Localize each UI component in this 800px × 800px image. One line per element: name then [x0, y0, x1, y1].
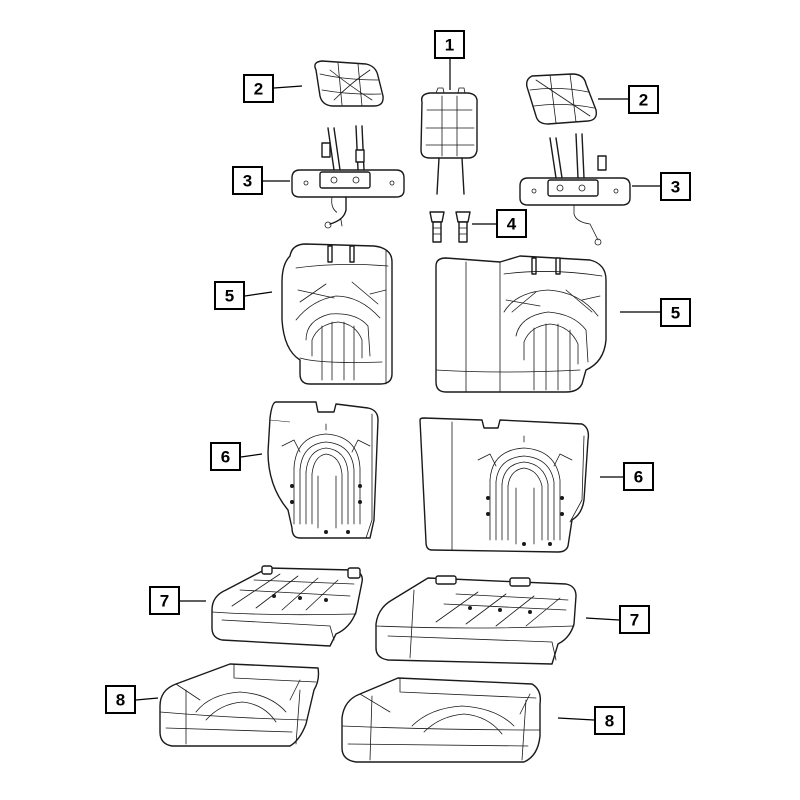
center-headrest [420, 87, 478, 195]
callout-7-right-label: 7 [630, 611, 639, 630]
callout-3-left: 3 [232, 166, 263, 195]
left-headrest-pad [314, 60, 384, 107]
leader-lines [135, 58, 660, 721]
callout-3-right-label: 3 [671, 178, 680, 197]
callout-7-left: 7 [149, 586, 180, 615]
callout-5-left: 5 [214, 281, 245, 310]
callout-2-right: 2 [628, 85, 659, 114]
callout-3-right: 3 [660, 172, 691, 201]
left-cushion-cover [159, 663, 320, 747]
left-headrest-bracket [291, 125, 405, 229]
headrest-guides [429, 211, 471, 243]
callout-8-right: 8 [594, 706, 625, 735]
right-cushion-cover [341, 677, 542, 763]
callout-4-label: 4 [507, 215, 517, 234]
callout-3-left-label: 3 [243, 172, 252, 191]
callout-8-left-label: 8 [116, 691, 125, 710]
callout-5-right: 5 [660, 298, 691, 327]
right-seatback-cover [435, 255, 607, 393]
right-headrest-pad [525, 73, 598, 125]
callout-7-right: 7 [619, 605, 650, 634]
callout-6-right-label: 6 [634, 468, 643, 487]
callout-2-left: 2 [243, 74, 274, 103]
callout-1-label: 1 [445, 36, 454, 55]
callout-2-left-label: 2 [254, 80, 263, 99]
callout-1: 1 [434, 30, 465, 59]
right-seatback-frame [419, 417, 590, 553]
left-seatback-cover [281, 243, 393, 385]
left-cushion-frame [211, 565, 363, 647]
callout-6-right: 6 [623, 462, 654, 491]
callout-5-right-label: 5 [671, 304, 680, 323]
callout-7-left-label: 7 [160, 592, 169, 611]
callout-6-left: 6 [210, 442, 241, 471]
right-headrest-bracket [519, 133, 631, 246]
left-seatback-frame [267, 401, 379, 539]
callout-6-left-label: 6 [221, 448, 230, 467]
callout-8-right-label: 8 [605, 712, 614, 731]
callout-4: 4 [496, 209, 527, 238]
callout-2-right-label: 2 [639, 91, 648, 110]
right-cushion-frame [375, 575, 577, 665]
callout-8-left: 8 [105, 685, 136, 714]
callout-5-left-label: 5 [225, 287, 234, 306]
